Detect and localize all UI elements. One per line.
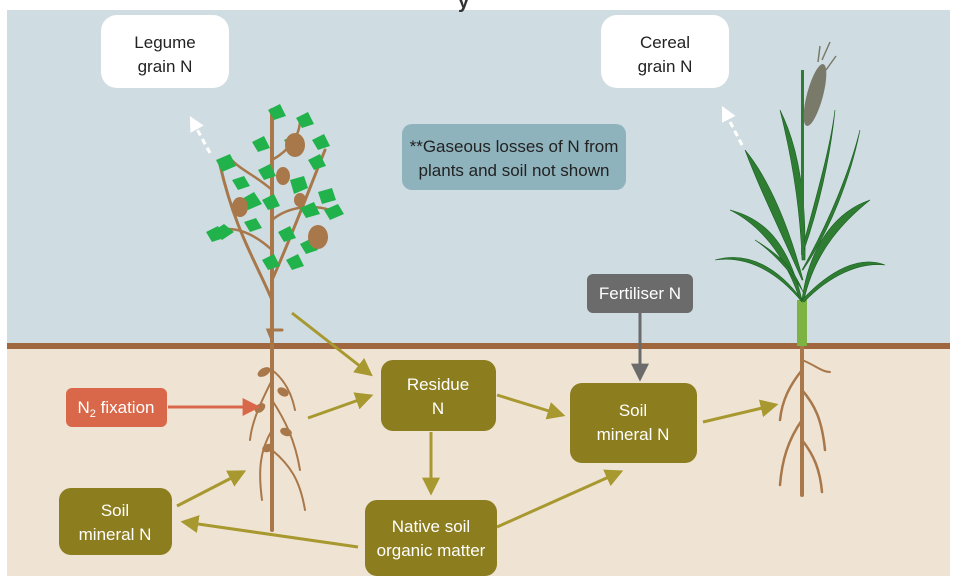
- svg-text:mineral N: mineral N: [597, 425, 670, 444]
- svg-text:Soil: Soil: [101, 501, 129, 520]
- svg-text:N: N: [432, 399, 444, 418]
- cereal-grain-line-1: Cereal: [640, 33, 690, 52]
- residue-line-1: Residue: [407, 375, 469, 394]
- native-soil-organic-matter-node: Native soil organic matter: [365, 500, 497, 576]
- fertiliser-label: Fertiliser N: [599, 284, 681, 303]
- cereal-grain-line-2: grain N: [638, 57, 693, 76]
- gaseous-note-line-1: **Gaseous losses of N from: [410, 137, 619, 156]
- svg-text:mineral N: mineral N: [79, 525, 152, 544]
- native-soil-line-1: Native soil: [392, 517, 470, 536]
- cereal-grain-callout: Cereal grain N: [601, 15, 729, 88]
- fertiliser-node: Fertiliser N: [587, 274, 693, 313]
- legume-grain-line-2: grain N: [138, 57, 193, 76]
- svg-text:Native soil: Native soil: [392, 517, 470, 536]
- soil-mineral-n-right-node: Soil mineral N: [570, 383, 697, 463]
- svg-text:Residue: Residue: [407, 375, 469, 394]
- svg-text:Legume: Legume: [134, 33, 195, 52]
- native-soil-line-2: organic matter: [377, 541, 486, 560]
- svg-text:Soil: Soil: [619, 401, 647, 420]
- svg-text:**Gaseous losses of N from: **Gaseous losses of N from: [410, 137, 619, 156]
- residue-line-2: N: [432, 399, 444, 418]
- svg-text:grain N: grain N: [638, 57, 693, 76]
- ground-line: [7, 343, 950, 349]
- svg-text:grain N: grain N: [138, 57, 193, 76]
- soil-mineral-left-line-1: Soil: [101, 501, 129, 520]
- title-fragment: y: [458, 0, 470, 13]
- n2-fixation-node: N2 fixation: [66, 388, 167, 427]
- n2-fixation-label: N2 fixation: [78, 398, 155, 420]
- gaseous-note-line-2: plants and soil not shown: [419, 161, 610, 180]
- gaseous-losses-note: **Gaseous losses of N from plants and so…: [402, 124, 626, 190]
- soil-mineral-left-line-2: mineral N: [79, 525, 152, 544]
- soil-mineral-n-left-node: Soil mineral N: [59, 488, 172, 555]
- soil-mineral-right-line-1: Soil: [619, 401, 647, 420]
- svg-text:organic matter: organic matter: [377, 541, 486, 560]
- svg-text:Cereal: Cereal: [640, 33, 690, 52]
- legume-grain-line-1: Legume: [134, 33, 195, 52]
- legume-grain-callout: Legume grain N: [101, 15, 229, 88]
- svg-text:plants and soil not shown: plants and soil not shown: [419, 161, 610, 180]
- soil-mineral-right-line-2: mineral N: [597, 425, 670, 444]
- residue-node: Residue N: [381, 360, 496, 431]
- svg-text:Fertiliser N: Fertiliser N: [599, 284, 681, 303]
